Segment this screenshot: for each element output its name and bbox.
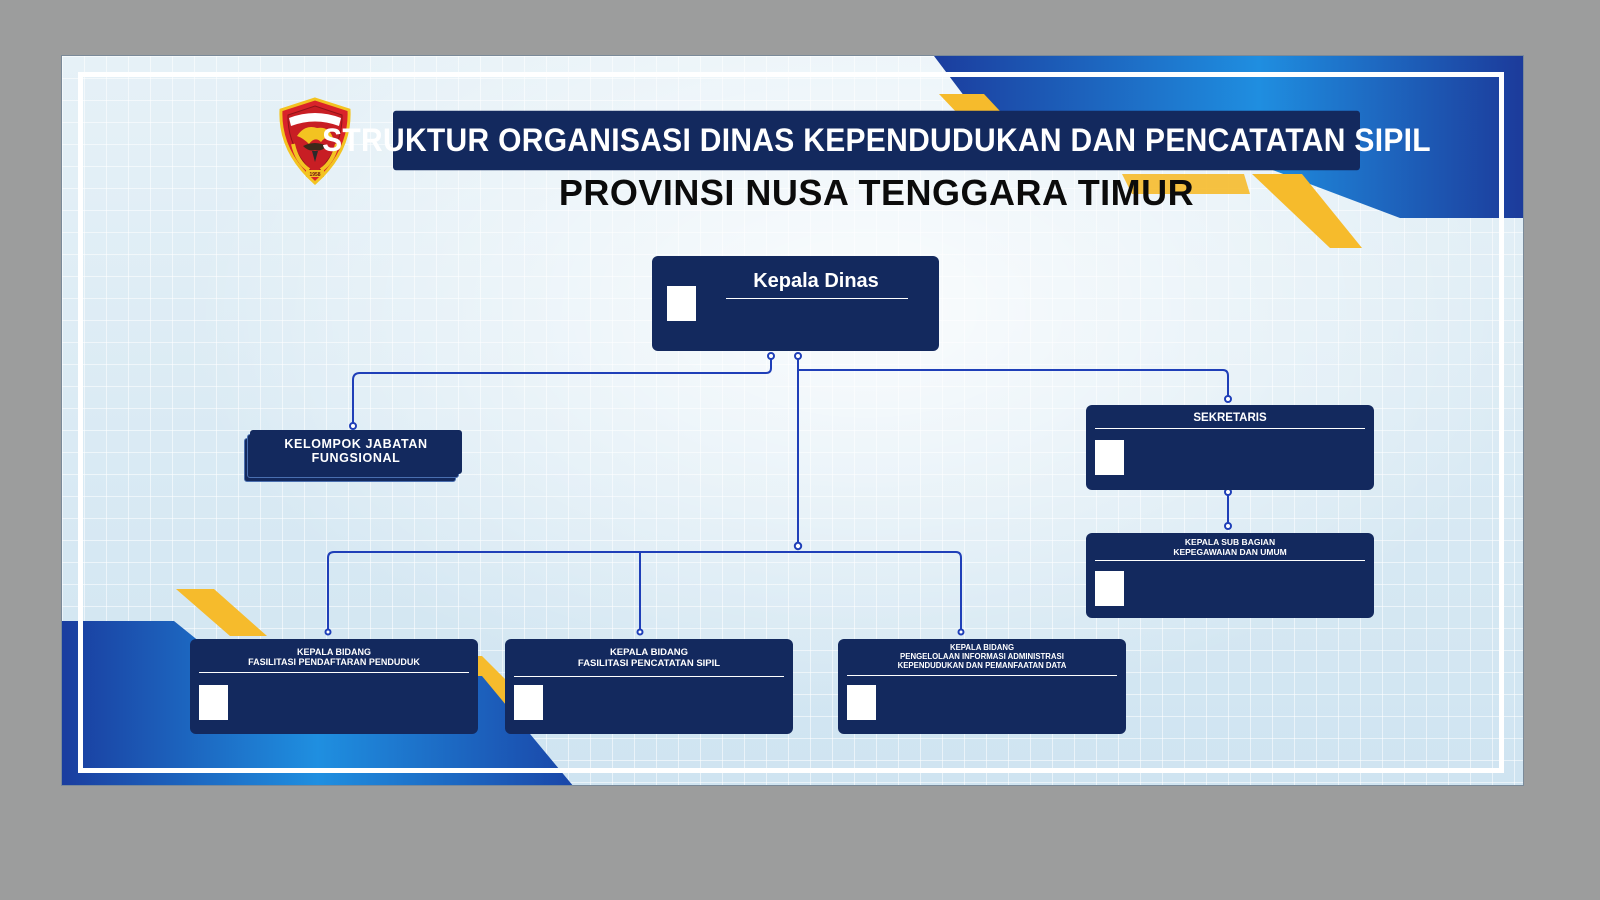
sekretaris-label: SEKRETARIS <box>1193 412 1267 424</box>
bidang-3-label-line1: KEPALA BIDANG <box>949 643 1015 652</box>
bidang-2-rule <box>514 676 784 677</box>
sekretaris-photo-placeholder <box>1095 440 1124 475</box>
logo-year: 1958 <box>309 172 320 178</box>
bidang-1-label-line1: KEPALA BIDANG <box>297 647 371 657</box>
bidang-1-label-line2: FASILITASI PENDAFTARAN PENDUDUK <box>248 657 420 668</box>
bidang-3-label-line3: KEPENDUDUKAN DAN PEMANFAATAN DATA <box>897 660 1067 670</box>
kjf-layer-front <box>250 430 462 474</box>
kasubag-label-line1: KEPALA SUB BAGIAN <box>1184 537 1276 547</box>
bidang-2-label: KEPALA BIDANG FASILITASI PENCATATAN SIPI… <box>505 647 793 670</box>
page-subtitle: PROVINSI NUSA TENGGARA TIMUR <box>558 172 1195 213</box>
bidang-pencatatan-sipil-box: KEPALA BIDANG FASILITASI PENCATATAN SIPI… <box>505 639 793 734</box>
kasubag-rule <box>1095 560 1365 561</box>
kepala-dinas-photo-placeholder <box>667 286 696 321</box>
bidang-2-label-line2: FASILITASI PENCATATAN SIPIL <box>577 657 721 669</box>
bidang-3-label-line2: PENGELOLAAN INFORMASI ADMINISTRASI <box>900 651 1064 661</box>
kepala-dinas-rule <box>726 298 908 299</box>
kepala-dinas-label: Kepala Dinas <box>753 270 879 292</box>
bidang-2-photo-placeholder <box>514 685 543 720</box>
bidang-pendaftaran-penduduk-box: KEPALA BIDANG FASILITASI PENDAFTARAN PEN… <box>190 639 478 734</box>
org-chart-canvas: 1958 STRUKTUR ORGANISASI DINAS KEPENDUDU… <box>61 55 1524 786</box>
bidang-3-photo-placeholder <box>847 685 876 720</box>
bidang-pengelolaan-informasi-box: KEPALA BIDANG PENGELOLAAN INFORMASI ADMI… <box>838 639 1126 734</box>
kjf-label-line2: FUNGSIONAL <box>311 451 401 466</box>
kasubag-kepegawaian-box: KEPALA SUB BAGIAN KEPEGAWAIAN DAN UMUM <box>1086 533 1374 618</box>
bidang-3-label: KEPALA BIDANG PENGELOLAAN INFORMASI ADMI… <box>838 643 1126 671</box>
bidang-2-label-line1: KEPALA BIDANG <box>609 647 689 658</box>
bidang-3-rule <box>847 675 1117 676</box>
org-connectors <box>324 352 1232 636</box>
kasubag-photo-placeholder <box>1095 571 1124 606</box>
kasubag-label-line2: KEPEGAWAIAN DAN UMUM <box>1173 546 1287 557</box>
bidang-1-label: KEPALA BIDANG FASILITASI PENDAFTARAN PEN… <box>190 647 478 668</box>
kjf-label: KELOMPOK JABATAN FUNGSIONAL <box>250 437 462 466</box>
kjf-label-line1: KELOMPOK JABATAN <box>284 437 428 451</box>
province-emblem-logo: 1958 <box>279 97 351 186</box>
bidang-1-rule <box>199 672 469 673</box>
sekretaris-box: SEKRETARIS <box>1086 405 1374 490</box>
page-title: STRUKTUR ORGANISASI DINAS KEPENDUDUKAN D… <box>322 110 1431 171</box>
kasubag-label: KEPALA SUB BAGIAN KEPEGAWAIAN DAN UMUM <box>1086 537 1374 558</box>
kelompok-jabatan-fungsional-box: KELOMPOK JABATAN FUNGSIONAL <box>244 430 462 482</box>
sekretaris-rule <box>1095 428 1365 429</box>
inner-frame <box>78 72 1504 773</box>
kepala-dinas-box: Kepala Dinas <box>652 256 939 351</box>
bidang-1-photo-placeholder <box>199 685 228 720</box>
